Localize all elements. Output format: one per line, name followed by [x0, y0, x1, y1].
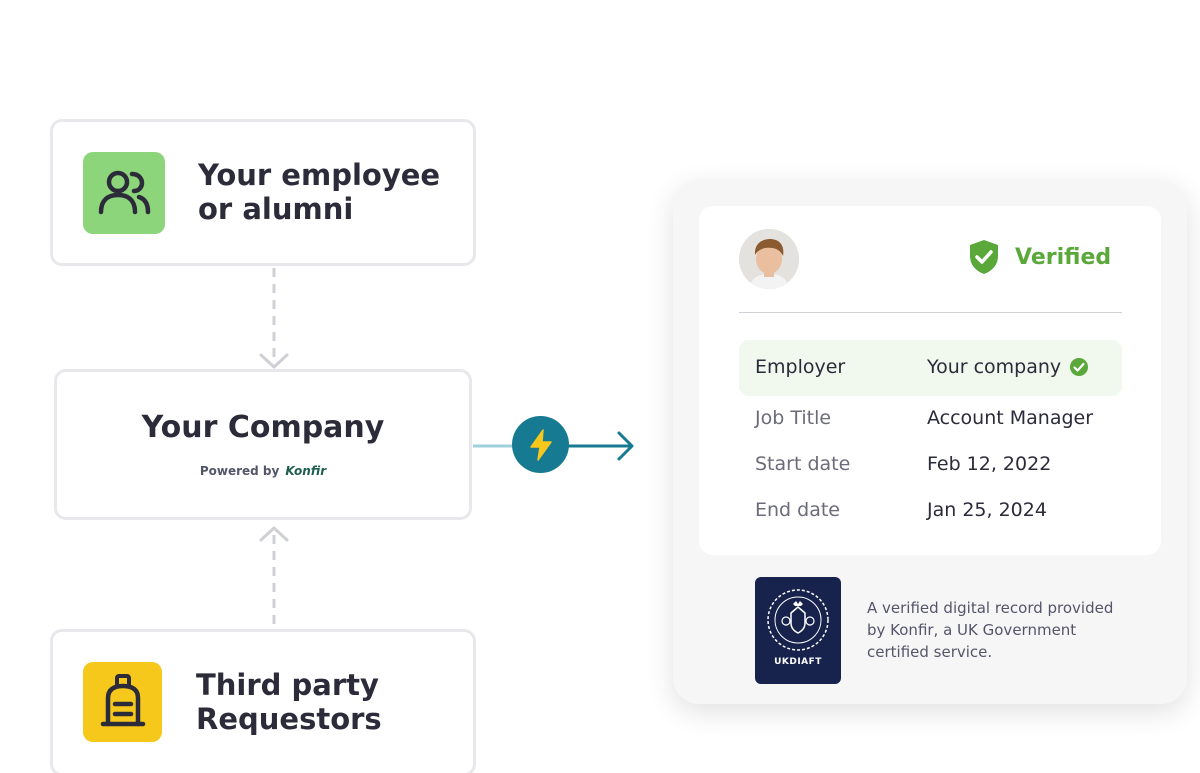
konfir-logo: Konfir [285, 464, 327, 478]
seal-label: UKDIAFT [774, 657, 822, 667]
record-row-end-date: End date Jan 25, 2024 [739, 483, 1122, 539]
row-value-text: Your company [927, 356, 1062, 378]
third-party-title: Third party Requestors [196, 668, 382, 736]
employee-node: Your employee or alumni [50, 119, 476, 266]
record-row-job-title: Job Title Account Manager [739, 391, 1122, 447]
verified-label: Verified [1015, 244, 1112, 270]
powered-by: Powered by Konfir [57, 464, 469, 478]
certification-note: A verified digital record provided by Ko… [867, 599, 1114, 661]
row-label: Employer [755, 356, 846, 378]
row-value: Account Manager [927, 407, 1094, 429]
employee-title-line1: Your employee [198, 158, 441, 192]
check-circle-icon [1070, 358, 1089, 376]
third-party-icon-tile [83, 662, 162, 742]
lightning-badge [512, 416, 569, 473]
employee-title-line2: or alumni [198, 192, 354, 226]
ukdiaft-seal: UKDIAFT [755, 577, 841, 684]
avatar-image [739, 229, 799, 289]
powered-by-label: Powered by [199, 464, 280, 478]
shield-check-icon [970, 240, 998, 274]
divider [739, 312, 1122, 313]
row-value: Your company [927, 356, 1089, 378]
employee-title: Your employee or alumni [198, 158, 440, 226]
lightning-icon [529, 428, 552, 461]
verification-card: Verified Employer Your company Job Title… [673, 180, 1187, 704]
company-title: Your Company [141, 410, 385, 445]
record-row-employer: Employer Your company [739, 340, 1122, 396]
employee-icon-tile [83, 152, 165, 234]
third-party-title-line1: Third party [196, 668, 379, 702]
arrow-right-icon [617, 431, 634, 461]
verification-record: Verified Employer Your company Job Title… [699, 206, 1161, 555]
row-label: Start date [755, 453, 851, 475]
row-value: Feb 12, 2022 [927, 453, 1052, 475]
avatar [739, 229, 799, 289]
row-label: End date [755, 499, 840, 521]
crest-icon [767, 589, 829, 651]
verified-status: Verified [967, 238, 1111, 276]
chevron-up-icon [259, 526, 289, 542]
row-label: Job Title [755, 407, 832, 429]
chevron-down-icon [259, 353, 289, 369]
row-value: Jan 25, 2024 [927, 499, 1047, 521]
third-party-node: Third party Requestors [50, 629, 476, 773]
company-node: Your Company Powered by Konfir [54, 369, 472, 520]
record-row-start-date: Start date Feb 12, 2022 [739, 437, 1122, 493]
robot-icon [100, 674, 145, 727]
users-icon [98, 170, 151, 215]
third-party-title-line2: Requestors [196, 702, 382, 736]
